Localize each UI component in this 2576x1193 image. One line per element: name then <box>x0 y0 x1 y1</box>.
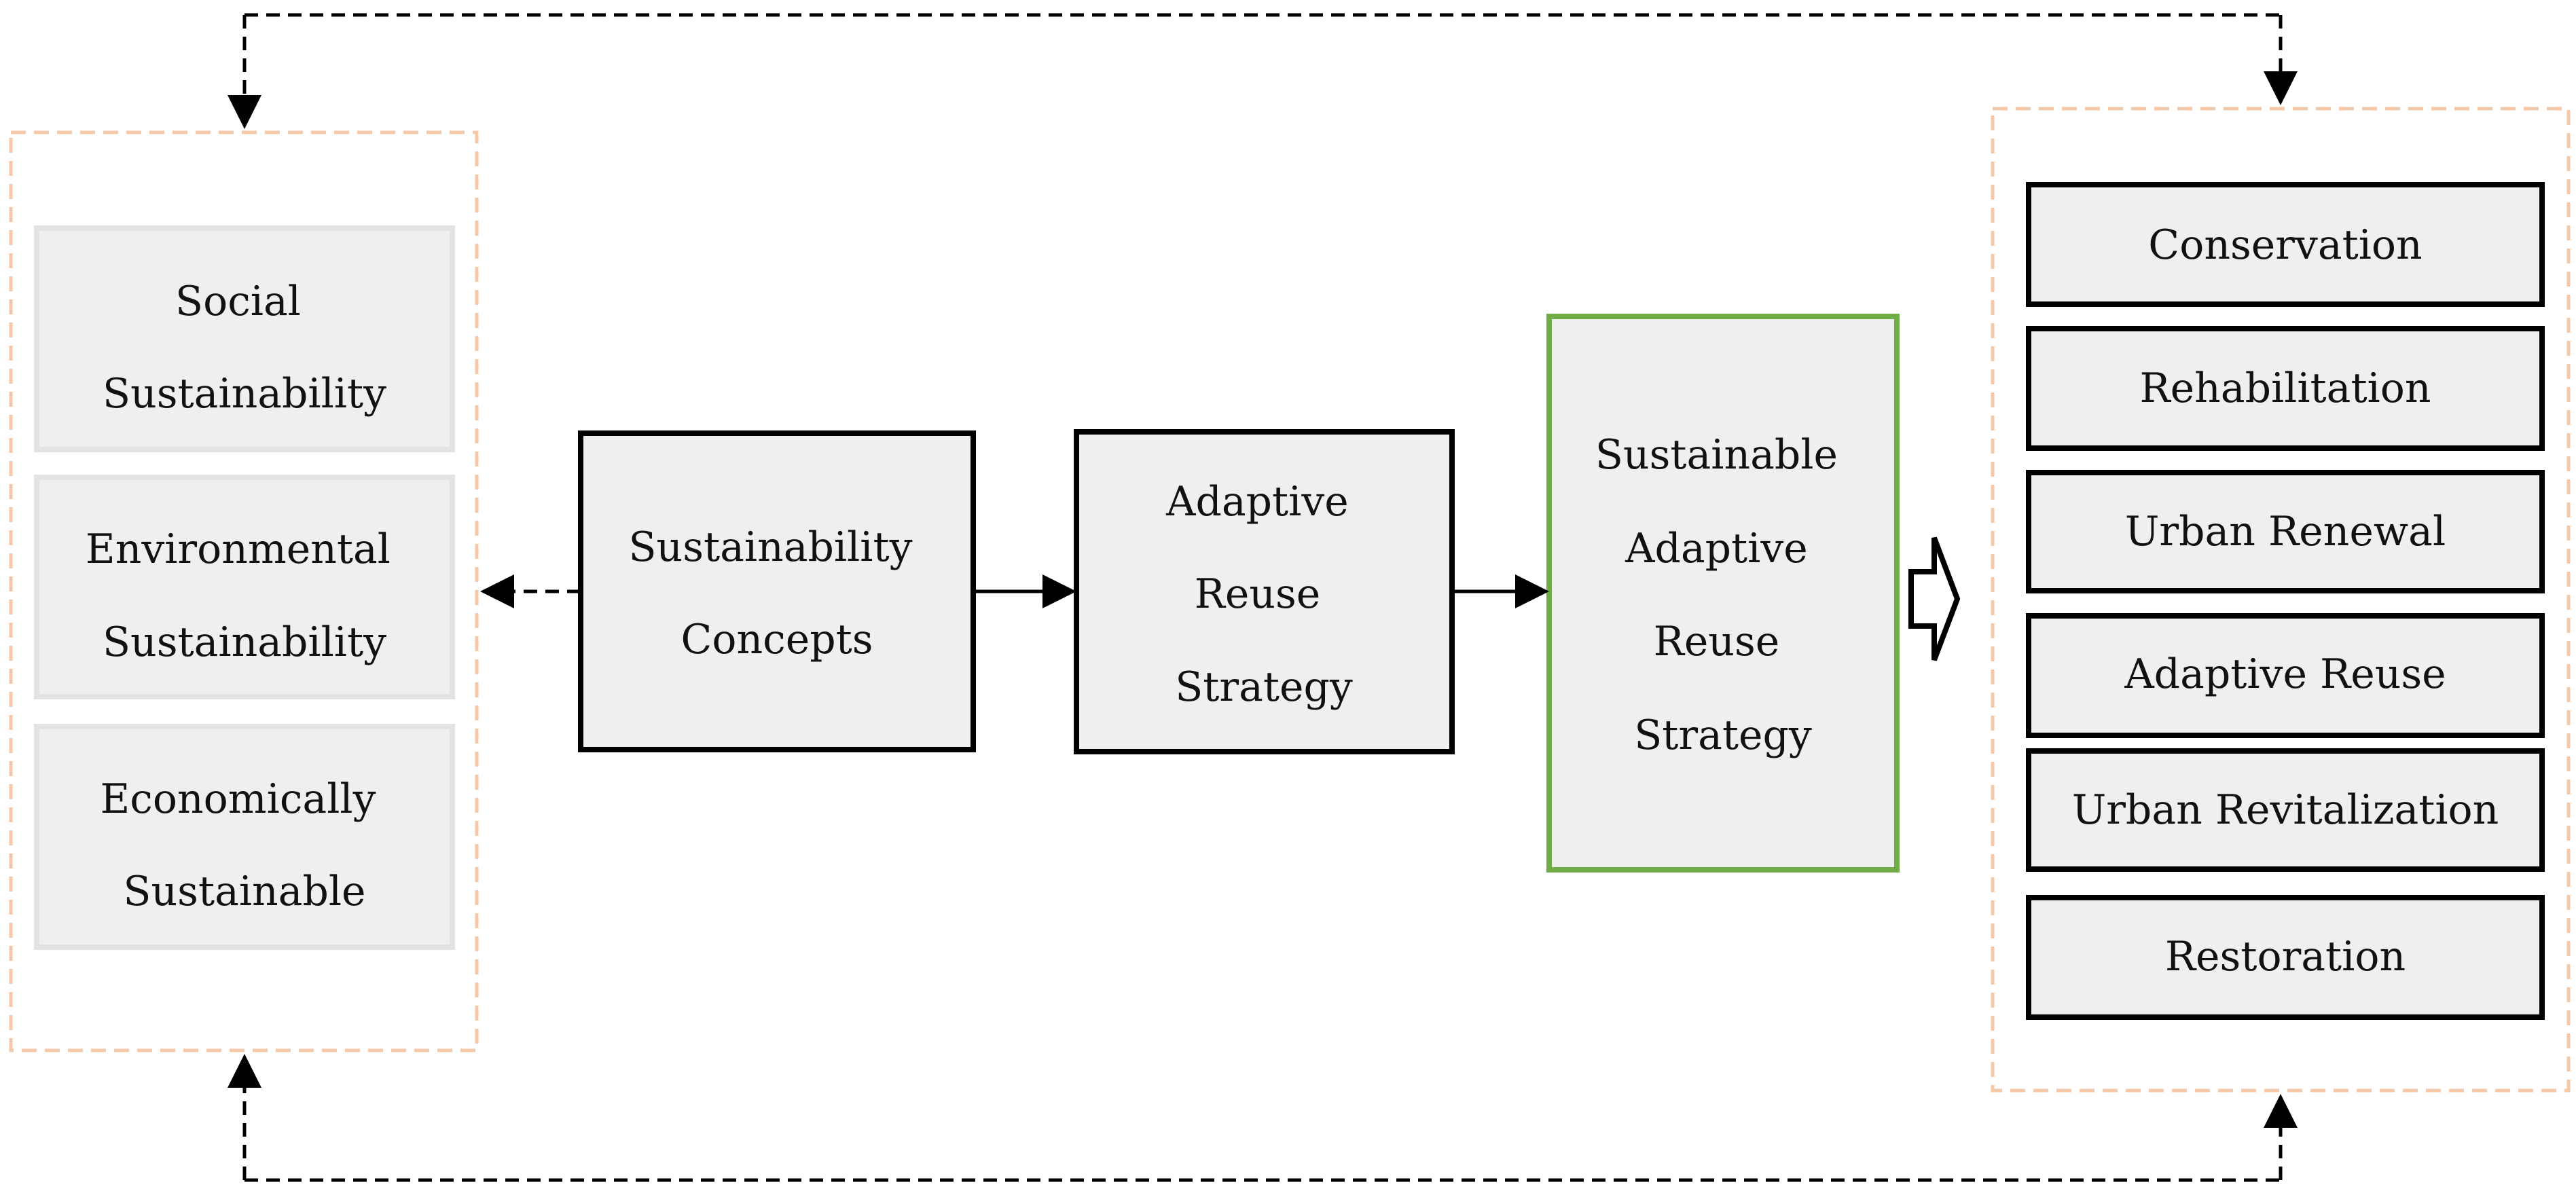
approach-adaptive-reuse-label: Adaptive Reuse <box>2124 650 2446 698</box>
pillar-environmental-line-1: Environmental <box>86 526 391 573</box>
pillar-economic-line-2: Sustainable <box>123 868 365 915</box>
approach-conservation-box: Conservation <box>2026 182 2545 307</box>
sustainability-concepts-label: Sustainability Concepts <box>628 524 925 663</box>
hollow-block-arrow-icon <box>1908 536 1961 661</box>
adaptive-reuse-strategy-label: Adaptive Reuse Strategy <box>1165 478 1362 711</box>
approach-urban-renewal-box: Urban Renewal <box>2026 470 2545 593</box>
sustainable-strategy-line-1: Sustainable <box>1595 431 1838 479</box>
sustainable-strategy-line-4: Strategy <box>1634 712 1812 759</box>
approach-adaptive-reuse-box: Adaptive Reuse <box>2026 613 2545 738</box>
approaches-group-border <box>1991 107 2571 1093</box>
approach-rehabilitation-box: Rehabilitation <box>2026 326 2545 451</box>
sustainable-adaptive-reuse-strategy-label: Sustainable Adaptive Reuse Strategy <box>1595 431 1851 759</box>
pillar-environmental-label: Environmental Sustainability <box>86 526 403 666</box>
approach-rehabilitation-label: Rehabilitation <box>2139 365 2431 412</box>
top-feedback-loop <box>228 13 2298 129</box>
adaptive-reuse-strategy-line-3: Strategy <box>1175 663 1353 711</box>
bottom-feedback-loop <box>228 1054 2298 1182</box>
pillar-social-line-1: Social <box>175 278 301 325</box>
sustainability-concepts-box: Sustainability Concepts <box>578 430 976 752</box>
sustainability-concepts-line-1: Sustainability <box>628 524 912 571</box>
pillars-group-border <box>9 130 479 1052</box>
approach-restoration-label: Restoration <box>2165 933 2406 980</box>
sustainable-strategy-line-3: Reuse <box>1654 618 1780 665</box>
sustainable-strategy-line-2: Adaptive <box>1625 525 1808 572</box>
sustainability-concepts-line-2: Concepts <box>681 616 873 663</box>
pillar-economic-line-1: Economically <box>100 775 376 823</box>
approach-conservation-label: Conservation <box>2148 221 2422 269</box>
pillar-economic-box: Economically Sustainable <box>34 724 455 950</box>
pillar-environmental-line-2: Sustainability <box>103 619 386 666</box>
adaptive-reuse-strategy-line-1: Adaptive <box>1165 478 1349 526</box>
sustainable-adaptive-reuse-strategy-box: Sustainable Adaptive Reuse Strategy <box>1546 314 1900 873</box>
approach-urban-renewal-label: Urban Renewal <box>2125 508 2446 555</box>
adaptive-reuse-strategy-box: Adaptive Reuse Strategy <box>1074 429 1455 754</box>
approach-urban-revitalization-box: Urban Revitalization <box>2026 748 2545 872</box>
approach-restoration-box: Restoration <box>2026 895 2545 1020</box>
pillar-economic-label: Economically Sustainable <box>100 775 388 915</box>
pillar-social-line-2: Sustainability <box>103 370 386 418</box>
pillar-environmental-box: Environmental Sustainability <box>34 475 455 699</box>
pillar-social-label: Social Sustainability <box>103 278 386 418</box>
pillar-social-box: Social Sustainability <box>34 225 455 452</box>
adaptive-reuse-strategy-line-2: Reuse <box>1195 570 1321 618</box>
approach-urban-revitalization-label: Urban Revitalization <box>2072 786 2499 834</box>
